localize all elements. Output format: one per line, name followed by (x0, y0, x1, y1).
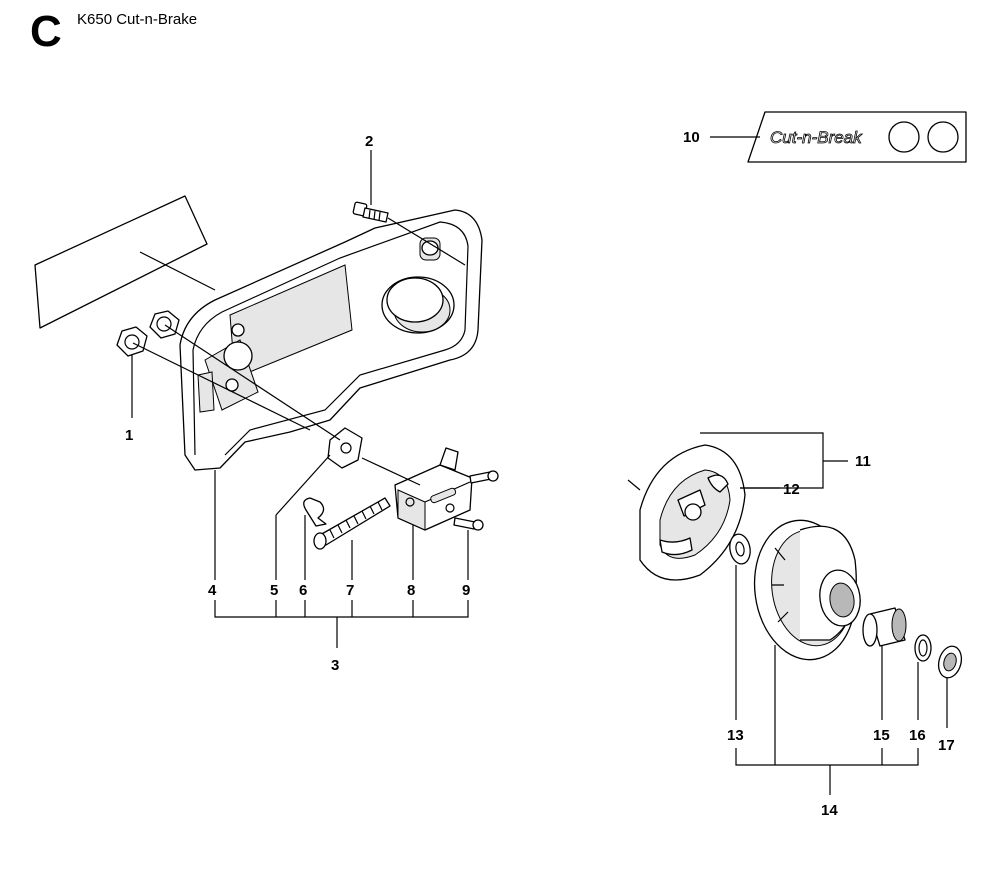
needle-bearing-15 (862, 607, 907, 647)
page-title: K650 Cut-n-Brake (77, 11, 198, 28)
washer-17 (937, 645, 963, 679)
callout-6: 6 (299, 582, 307, 599)
callout-9: 9 (462, 582, 470, 599)
circlip-6 (303, 497, 327, 527)
bolt-2 (352, 201, 389, 223)
screw-9a (469, 470, 499, 484)
o-ring-16 (914, 634, 932, 662)
section-letter: C (30, 7, 62, 56)
leader-lines (131, 136, 948, 795)
callout-16: 16 (909, 727, 926, 744)
callout-5: 5 (270, 582, 278, 599)
callout-3: 3 (331, 657, 339, 674)
callout-2: 2 (365, 133, 373, 150)
screw-9b (453, 517, 484, 531)
nut-1a (116, 326, 148, 357)
callout-8: 8 (407, 582, 415, 599)
washer-13 (729, 533, 751, 565)
callout-1: 1 (125, 427, 133, 444)
decal-text: Cut-n-Break (770, 128, 863, 147)
pivot-block-5 (327, 427, 363, 469)
callout-11: 11 (855, 453, 871, 470)
nut-1b (149, 310, 180, 339)
guard-cover (179, 209, 483, 471)
callout-12: 12 (783, 481, 800, 498)
callout-15: 15 (873, 727, 890, 744)
tensioner-block-8 (394, 447, 473, 531)
callout-13: 13 (727, 727, 744, 744)
callout-10: 10 (683, 129, 700, 146)
callout-4: 4 (208, 582, 217, 599)
callout-17: 17 (938, 737, 955, 754)
decal-10: Cut-n-Break (747, 111, 967, 163)
adjuster-screw-7 (313, 497, 391, 550)
label-plate (34, 195, 208, 329)
callout-7: 7 (346, 582, 354, 599)
callout-14: 14 (821, 802, 838, 819)
clutch-11 (627, 444, 746, 581)
clutch-drum-14 (753, 519, 861, 661)
callout-labels: 1 2 3 4 5 6 7 8 9 10 11 12 13 14 15 16 1… (125, 129, 955, 819)
